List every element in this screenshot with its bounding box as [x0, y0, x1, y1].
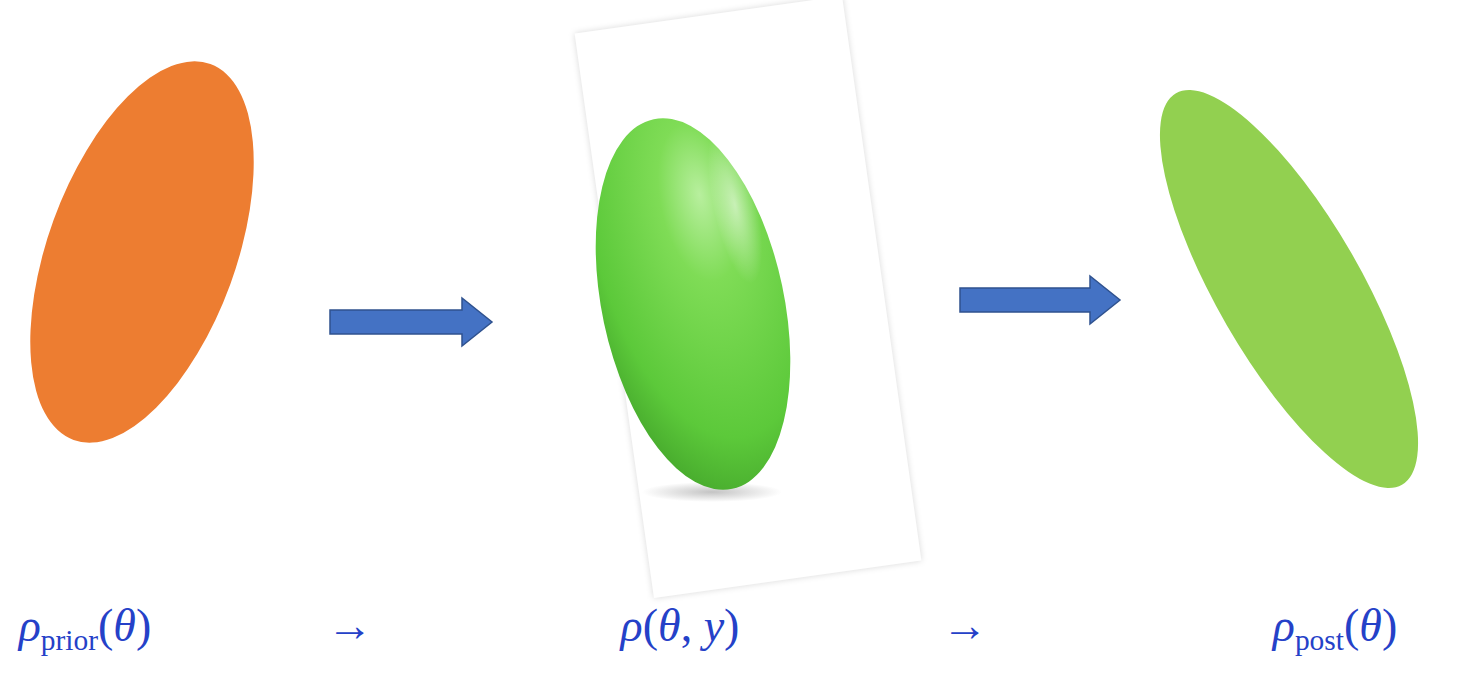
flow-symbol: → [327, 598, 373, 653]
distribution-node: ρpost(θ) [1135, 40, 1467, 682]
prior-ellipse [5, 40, 320, 682]
flow-symbol: → [942, 598, 988, 653]
block-arrow [960, 276, 1120, 324]
joint-ellipsoid [500, 0, 900, 682]
distribution-node: ρ(θ, y) [500, 0, 900, 682]
distribution-node: ρprior(θ) [5, 40, 320, 682]
distribution-label: ρpost(θ) [1273, 598, 1397, 659]
block-arrow [330, 298, 492, 346]
distribution-label: ρprior(θ) [19, 598, 152, 659]
distribution-label: ρ(θ, y) [621, 598, 740, 653]
posterior-ellipse [1135, 40, 1467, 682]
